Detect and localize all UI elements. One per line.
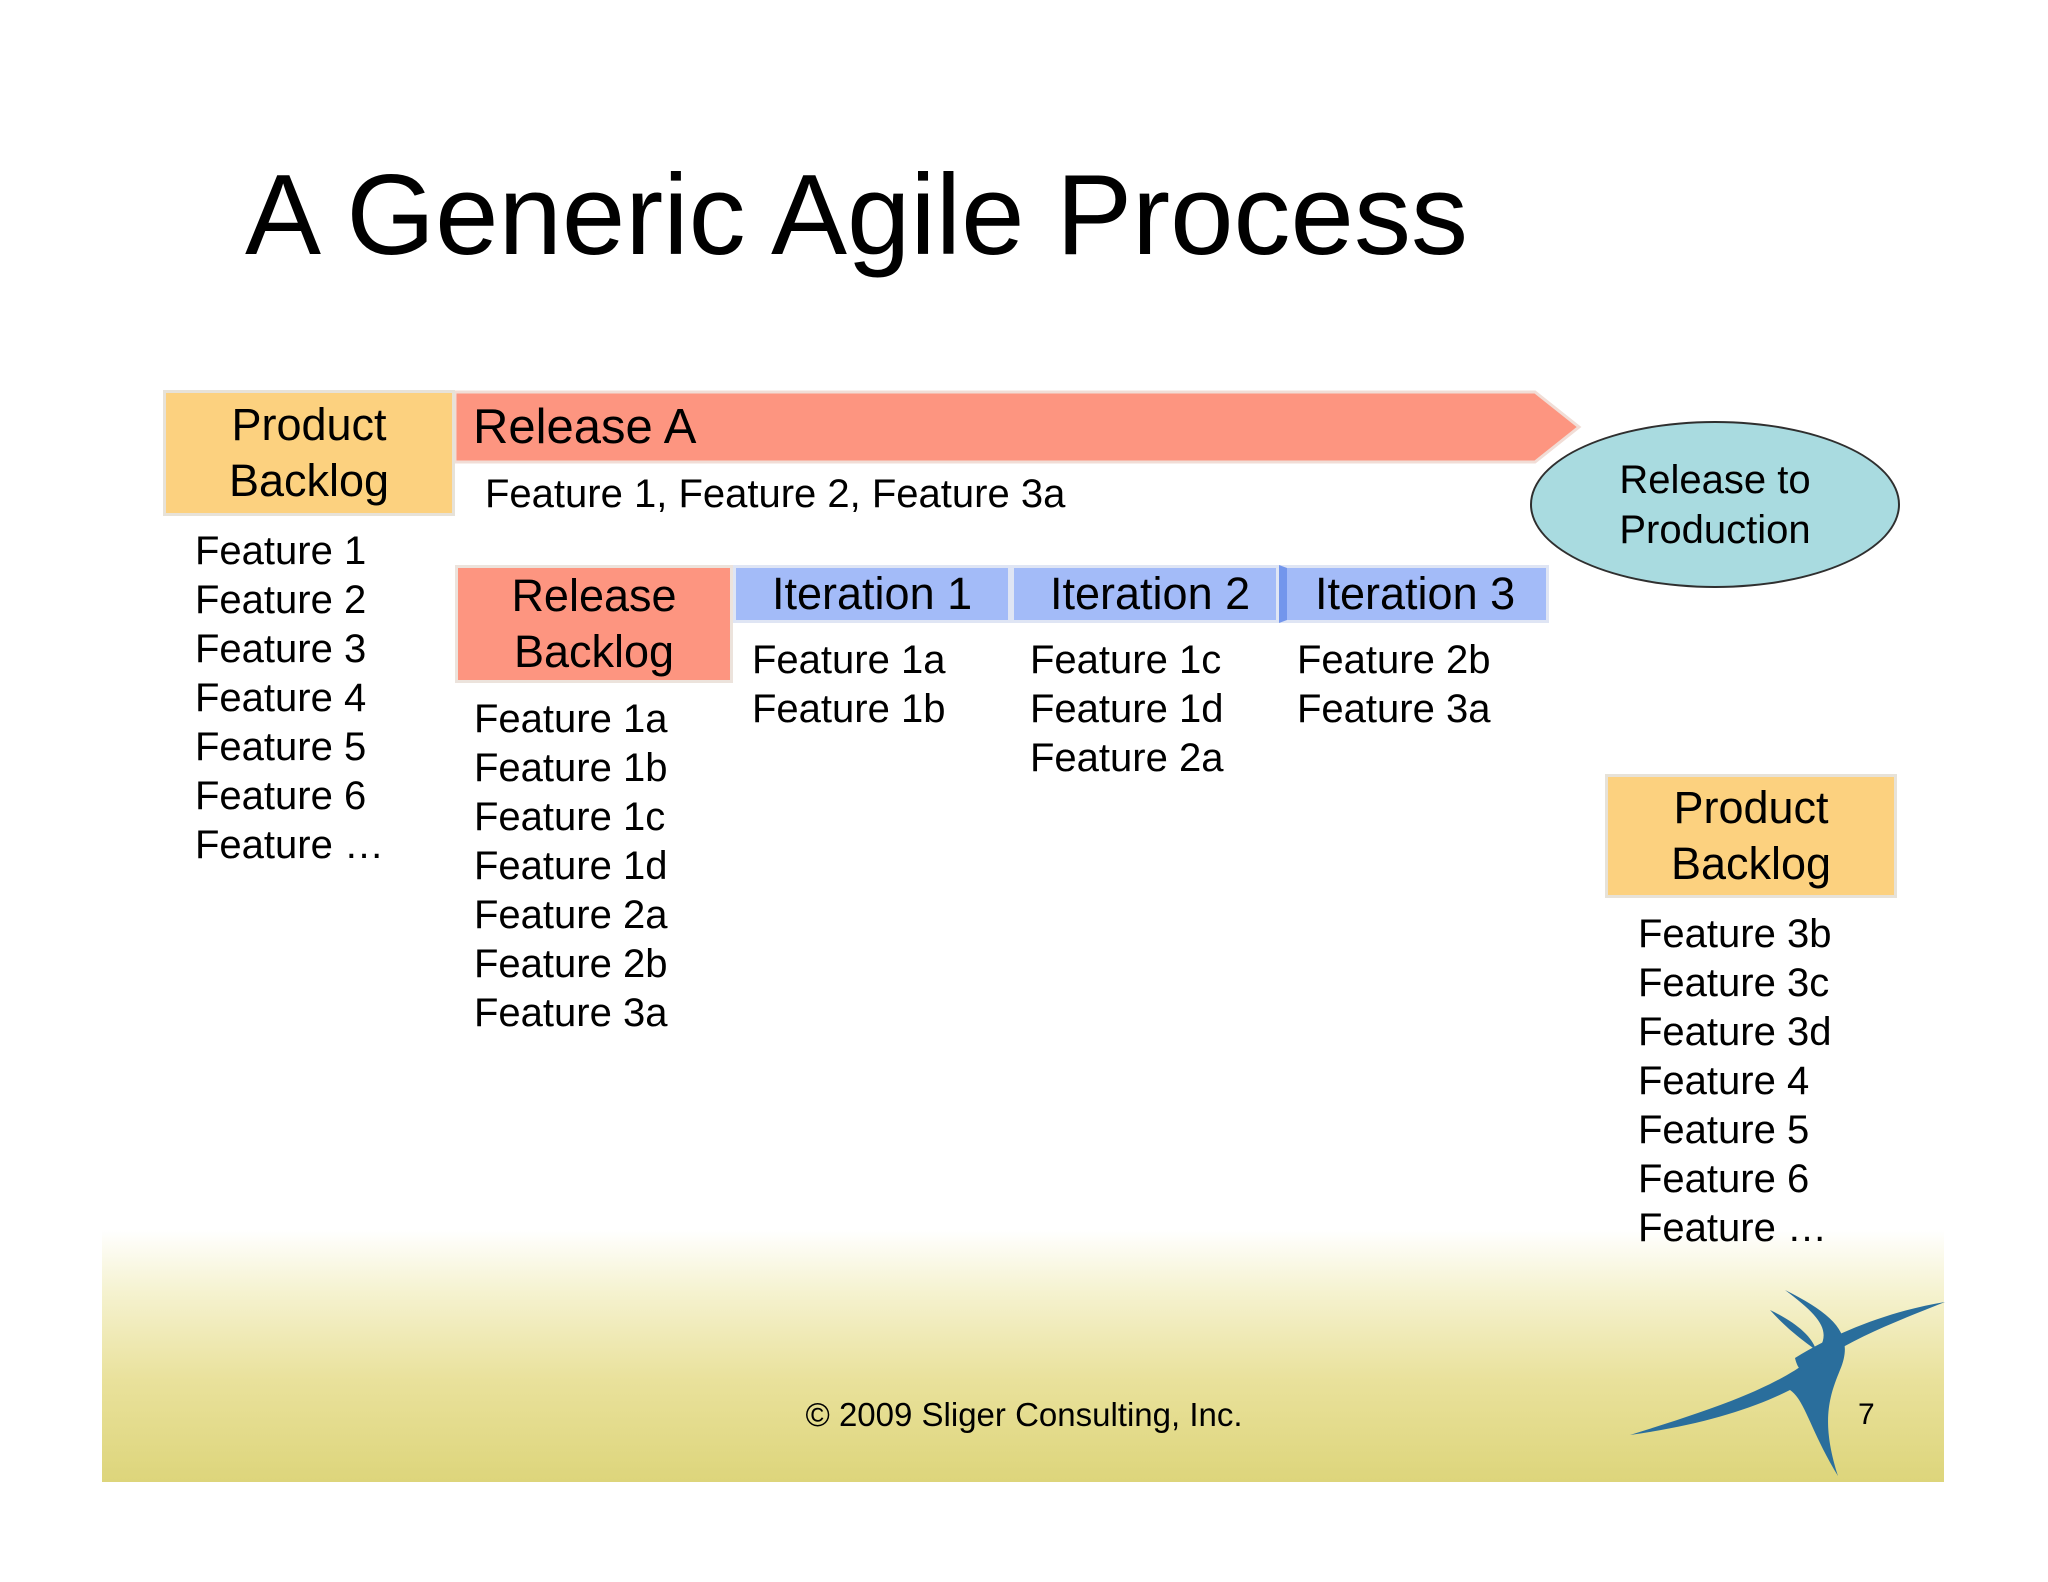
list-item: Feature 1c — [474, 795, 666, 839]
list-item: Feature 3a — [474, 991, 668, 1035]
page-number: 7 — [1858, 1398, 1875, 1431]
list-item: Feature … — [195, 823, 384, 867]
list-item: Feature 3c — [1638, 961, 1830, 1005]
list-item: Feature 1 — [195, 529, 367, 573]
page-title: A Generic Agile Process — [245, 152, 1468, 279]
list-item: Feature 2a — [1030, 736, 1224, 780]
list-item: Feature 3b — [1638, 912, 1832, 956]
footer-copyright: © 2009 Sliger Consulting, Inc. — [805, 1396, 1243, 1433]
list-item: Feature 1c — [1030, 638, 1222, 682]
release-label: Release A — [473, 400, 697, 454]
product-backlog-list: Feature 1 Feature 2 Feature 3 Feature 4 … — [195, 527, 384, 870]
list-item: Feature … — [1638, 1206, 1827, 1250]
list-item: Feature 4 — [195, 676, 367, 720]
release-backlog-box: Release Backlog — [455, 565, 733, 683]
list-item: Feature 2a — [474, 893, 668, 937]
iteration-3-list: Feature 2b Feature 3a — [1297, 636, 1490, 734]
product-backlog-updated-box: Product Backlog — [1605, 774, 1897, 898]
release-arrow — [455, 390, 1582, 464]
iteration-2-header: Iteration 2 — [1011, 565, 1279, 623]
list-item: Feature 2 — [195, 578, 367, 622]
list-item: Feature 6 — [1638, 1157, 1810, 1201]
list-item: Feature 2b — [474, 942, 668, 986]
release-to-production-ellipse: Release to Production — [1530, 421, 1900, 588]
list-item: Feature 1a — [474, 697, 668, 741]
list-item: Feature 1d — [474, 844, 668, 888]
release-backlog-list: Feature 1a Feature 1b Feature 1c Feature… — [474, 695, 667, 1038]
list-item: Feature 1b — [474, 746, 668, 790]
list-item: Feature 4 — [1638, 1059, 1810, 1103]
list-item: Feature 1b — [752, 687, 946, 731]
list-item: Feature 3a — [1297, 687, 1491, 731]
list-item: Feature 3 — [195, 627, 367, 671]
list-item: Feature 6 — [195, 774, 367, 818]
list-item: Feature 1a — [752, 638, 946, 682]
list-item: Feature 1d — [1030, 687, 1224, 731]
iteration-1-header: Iteration 1 — [733, 565, 1011, 623]
footer-band — [102, 1230, 1944, 1482]
list-item: Feature 3d — [1638, 1010, 1832, 1054]
list-item: Feature 2b — [1297, 638, 1491, 682]
bird-logo-icon — [1630, 1290, 1945, 1476]
product-backlog-box: Product Backlog — [163, 390, 455, 516]
list-item: Feature 5 — [1638, 1108, 1810, 1152]
product-backlog-updated-list: Feature 3b Feature 3c Feature 3d Feature… — [1638, 910, 1831, 1253]
iteration-3-header: Iteration 3 — [1279, 565, 1549, 623]
list-item: Feature 5 — [195, 725, 367, 769]
iteration-2-list: Feature 1c Feature 1d Feature 2a — [1030, 636, 1223, 783]
iteration-1-list: Feature 1a Feature 1b — [752, 636, 945, 734]
release-features: Feature 1, Feature 2, Feature 3a — [485, 472, 1066, 516]
